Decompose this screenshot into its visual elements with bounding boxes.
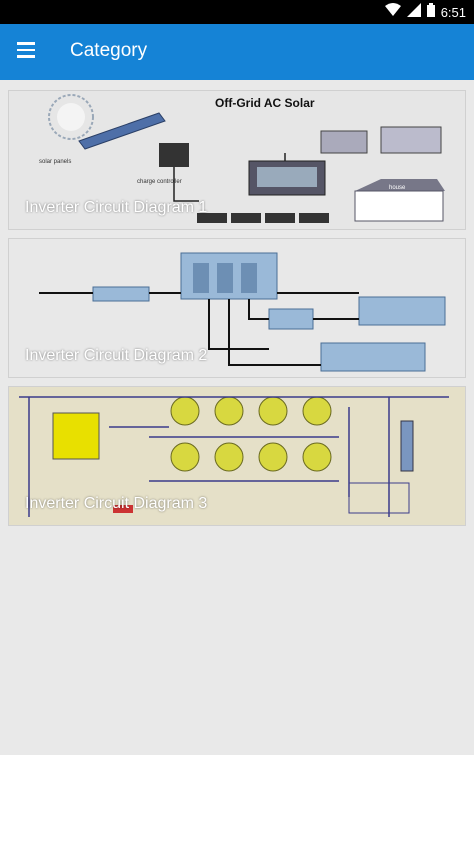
solar-panels-caption: solar panels (39, 159, 71, 165)
bottom-banner-area (0, 755, 474, 845)
category-label: Inverter Circuit Diagram 2 (25, 347, 208, 364)
house-caption: house (389, 185, 406, 191)
inverter-schematic (9, 387, 465, 525)
category-card-3[interactable]: Inverter Circuit Diagram 3 (8, 386, 466, 526)
category-card-2[interactable]: Inverter Circuit Diagram 2 (8, 238, 466, 378)
signal-icon (406, 2, 421, 22)
wifi-icon (384, 2, 401, 22)
category-label: Inverter Circuit Diagram 3 (25, 495, 208, 512)
status-bar: 6:51 (0, 0, 474, 24)
status-icons: 6:51 (384, 2, 466, 22)
status-time: 6:51 (440, 4, 466, 20)
battery-icon (426, 2, 435, 22)
charge-controller-caption: charge controller (137, 179, 182, 185)
off-grid-solar-diagram: solar panels charge controller Off-Grid … (9, 91, 465, 229)
diagram-title: Off-Grid AC Solar (215, 96, 315, 110)
hamburger-menu-icon[interactable] (14, 38, 42, 66)
category-card-1[interactable]: solar panels charge controller Off-Grid … (8, 90, 466, 230)
page-title: Category (70, 40, 148, 61)
category-list: solar panels charge controller Off-Grid … (0, 80, 474, 755)
inverter-block-diagram (9, 239, 465, 377)
category-label: Inverter Circuit Diagram 1 (25, 199, 208, 216)
app-bar: Category (0, 24, 474, 80)
